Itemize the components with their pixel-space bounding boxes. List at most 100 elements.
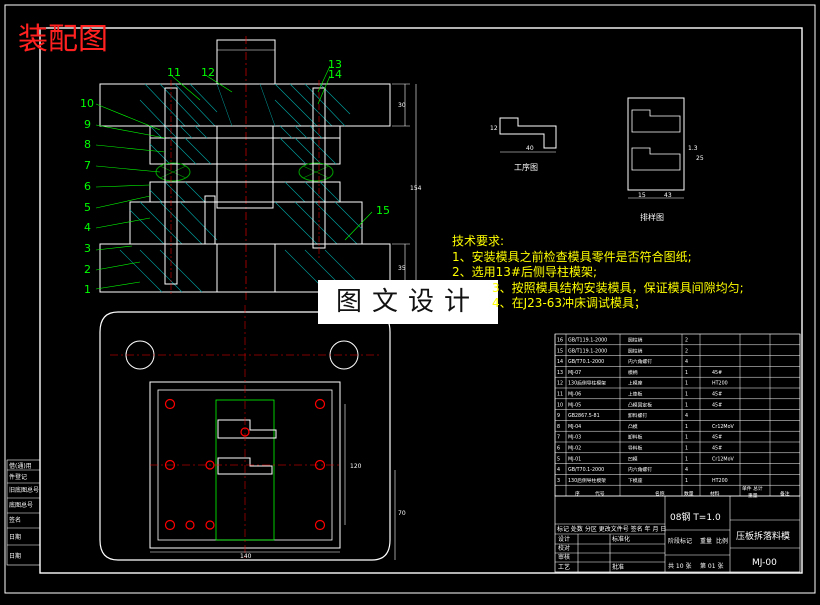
bom-row-no: 15 <box>557 348 563 354</box>
bom-row-code: MJ-07 <box>568 370 581 376</box>
stamp-0: 借(通)用 <box>9 462 32 470</box>
bom-row-qty: 1 <box>685 392 688 398</box>
svg-labels: 1 2 3 4 5 6 7 8 9 10 11 12 13 14 15 30 1… <box>9 58 790 571</box>
label-15: 15 <box>376 204 390 217</box>
stripper-plate <box>149 181 341 203</box>
title-block <box>555 496 800 572</box>
dim-35: 35 <box>398 265 406 272</box>
bom-row-qty: 1 <box>685 456 688 462</box>
tb-row-2: 审核 <box>558 553 570 561</box>
punch-plate <box>149 137 341 165</box>
label-8: 8 <box>84 138 91 151</box>
tb-product: 压板拆落料模 <box>736 530 790 542</box>
spring-left <box>155 162 191 182</box>
tb-row-5: 批准 <box>612 563 624 571</box>
tech-line-3: 3、按照模具结构安装模具，保证模具间隙均匀; <box>492 280 744 295</box>
section-view <box>95 36 417 300</box>
bom-row-code: GB/T119.1-2000 <box>568 338 607 344</box>
tb-scale: 比例 <box>716 537 728 545</box>
tb-sheet: 共 10 张 <box>668 562 691 570</box>
bom-row-qty: 1 <box>685 446 688 452</box>
bom-header-qty: 数量 <box>684 490 694 497</box>
label-13: 13 <box>328 58 342 71</box>
bom-row-name: 凸模 <box>628 423 638 430</box>
watermark: 图文设计 <box>318 280 498 324</box>
part-outline-2 <box>217 457 273 475</box>
locating-pin <box>204 195 216 245</box>
tb-row-4: 标准化 <box>612 535 630 543</box>
bom-row-code: MJ-05 <box>568 402 581 408</box>
dim-12: 12 <box>490 125 498 132</box>
bom-row-no: 5 <box>557 456 560 462</box>
tech-requirements: 技术要求: 1、安装模具之前检查模具零件是否符合图纸; 2、选用13#后侧导柱模… <box>452 234 744 312</box>
bom-row-name: 导料板 <box>628 445 643 452</box>
label-10: 10 <box>80 97 94 110</box>
process-label: 工序图 <box>514 162 538 172</box>
dim-154: 154 <box>410 185 422 192</box>
label-1: 1 <box>84 283 91 296</box>
left-stamp-column <box>6 459 41 566</box>
bom-row-no: 8 <box>557 424 560 430</box>
bom-row-code: GB/T70.1-2000 <box>568 359 604 365</box>
bom-row-qty: 2 <box>685 338 688 344</box>
bom-row-no: 9 <box>557 413 560 419</box>
bom-row-code: GB/T119.1-2000 <box>568 348 607 354</box>
tb-code: MJ-00 <box>752 558 777 568</box>
label-12: 12 <box>201 66 215 79</box>
bom-row-qty: 1 <box>685 370 688 376</box>
dim-70: 70 <box>398 510 406 517</box>
bom-row-mat: Cr12MoV <box>712 456 734 462</box>
bom-row-no: 3 <box>557 478 560 484</box>
bom-row-code: MJ-02 <box>568 446 581 452</box>
bom-header-unit: 单件 总计 <box>742 485 763 492</box>
stamp-3: 底图总号 <box>9 501 33 509</box>
tech-line-1: 1、安装模具之前检查模具零件是否符合图纸; <box>452 249 692 264</box>
dim-120: 120 <box>350 463 362 470</box>
bom-row-code: 130后侧导柱模架 <box>568 380 606 387</box>
bom-row-qty: 2 <box>685 348 688 354</box>
tb-weight: 重量 <box>700 537 712 545</box>
label-4: 4 <box>84 221 91 234</box>
label-11: 11 <box>167 66 181 79</box>
punch <box>216 125 274 209</box>
process-sketch <box>499 117 557 153</box>
dim-30: 30 <box>398 102 406 109</box>
tb-row-3: 工艺 <box>558 563 570 571</box>
stamp-5: 日期 <box>9 533 21 541</box>
bom-row-qty: 4 <box>685 413 688 419</box>
bom-row-code: MJ-06 <box>568 392 581 398</box>
label-5: 5 <box>84 201 91 214</box>
bom-row-no: 16 <box>557 338 563 344</box>
bom-row-name: 下模座 <box>628 477 643 484</box>
bom-row-code: MJ-04 <box>568 424 581 430</box>
bom-header-code: 代号 <box>595 490 605 497</box>
label-7: 7 <box>84 159 91 172</box>
bom-row-qty: 1 <box>685 424 688 430</box>
bom-row-mat: 45# <box>712 435 722 441</box>
part-outline-1 <box>217 419 277 439</box>
bom-header-no: 序 <box>575 490 580 497</box>
tb-row-0: 设计 <box>558 535 570 543</box>
bom-row-qty: 1 <box>685 478 688 484</box>
bom-row-name: 模柄 <box>628 369 638 376</box>
bom-row-no: 12 <box>557 381 563 387</box>
tb-rev: 标记 处数 分区 更改文件号 签名 年 月 日 <box>557 525 666 533</box>
bom-row-code: MJ-01 <box>568 456 581 462</box>
bom-row-code: MJ-03 <box>568 435 581 441</box>
tech-line-0: 技术要求: <box>452 234 505 248</box>
bom-row-no: 7 <box>557 435 560 441</box>
bom-header-mat: 材料 <box>710 490 720 497</box>
stamp-4: 签名 <box>9 516 21 524</box>
bom-row-code: 130后侧导柱模架 <box>568 477 606 484</box>
bom-header-weight: 重量 <box>748 492 758 499</box>
dim-1-3: 1.3 <box>688 145 698 152</box>
dim-43: 43 <box>664 192 672 199</box>
spring-right <box>298 162 334 182</box>
inner-border <box>39 27 803 574</box>
bom-row-code: GB/T70.1-2000 <box>568 467 604 473</box>
bom-row-mat: 45# <box>712 392 722 398</box>
label-9: 9 <box>84 118 91 131</box>
bom-row-name: 圆柱销 <box>628 347 643 354</box>
dim-25: 25 <box>696 155 704 162</box>
